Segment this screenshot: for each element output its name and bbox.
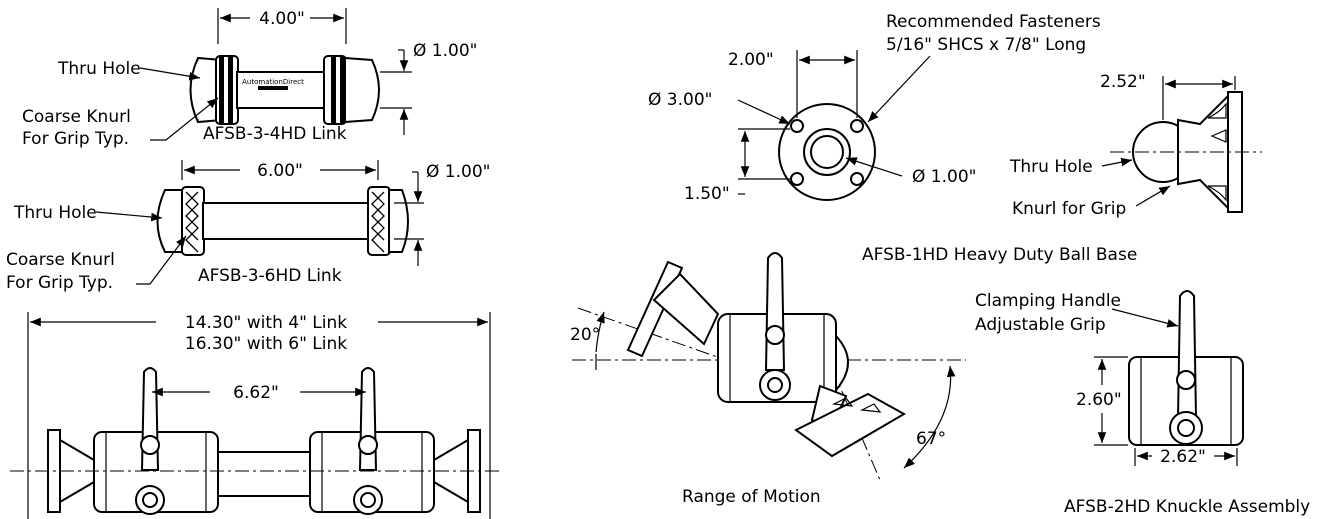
- link-4-diameter-dimension: [380, 49, 412, 135]
- link-4-thru-hole-label: Thru Hole: [57, 59, 141, 79]
- ball-base-bolt-spacing-dimension: [796, 50, 858, 118]
- ball-base-thru-hole-leader: [1101, 157, 1133, 167]
- assembly-overall-dimension: [27, 312, 491, 519]
- ball-base-top-view: [778, 103, 876, 201]
- ball-base-knurl-label: Knurl for Grip: [1012, 199, 1126, 219]
- ball-base-side-view: [1110, 91, 1262, 213]
- ball-base-thru-hole-label: Thru Hole: [1009, 157, 1093, 177]
- link-6-knurl-label-1: Coarse Knurl: [6, 250, 115, 270]
- link-4-knurl-leader: [150, 97, 219, 141]
- knuckle-width-label: 2.62": [1160, 447, 1206, 467]
- range-down-angle-label: 67°: [916, 429, 946, 449]
- link-6-thru-hole-label: Thru Hole: [13, 203, 97, 223]
- link-6-length-dimension: [181, 160, 379, 180]
- link-6-length-label: 6.00": [257, 161, 303, 181]
- ball-base-offset-label: 1.50": [684, 184, 730, 204]
- ball-base-height-dimension: [1162, 76, 1236, 120]
- assembly-handle-spacing-label: 6.62": [233, 383, 279, 403]
- knuckle-handle-leader: [1111, 308, 1179, 328]
- assembly-overall-label-1: 14.30" with 4" Link: [185, 313, 347, 333]
- link-6-diameter-label: Ø 1.00": [426, 162, 490, 182]
- knuckle-handle-label-1: Clamping Handle: [975, 291, 1121, 311]
- link-4-drawing: AutomationDirect: [189, 55, 380, 125]
- ball-base-height-label: 2.52": [1100, 72, 1146, 92]
- ball-base-knurl-leader: [1135, 185, 1171, 207]
- range-of-motion-drawing: [572, 252, 966, 481]
- ball-base-bore-diameter-label: Ø 1.00": [912, 167, 976, 187]
- link-4-knurl-label-2: For Grip Typ.: [22, 129, 129, 149]
- range-up-angle-dimension: [595, 311, 605, 370]
- knuckle-title: AFSB-2HD Knuckle Assembly: [1064, 497, 1310, 517]
- ball-base-bore-leader: [845, 157, 903, 177]
- link-4-knurl-label-1: Coarse Knurl: [22, 107, 131, 127]
- ball-base-bolt-spacing-label: 2.00": [728, 50, 774, 70]
- ball-base-fasteners-label-2: 5/16" SHCS x 7/8" Long: [886, 35, 1086, 55]
- link-6-title: AFSB-3-6HD Link: [198, 266, 342, 286]
- link-4-length-label: 4.00": [259, 9, 305, 29]
- range-up-angle-label: 20°: [570, 325, 600, 345]
- link-4-thru-hole-leader: [139, 67, 201, 81]
- link-6-knurl-label-2: For Grip Typ.: [6, 273, 113, 293]
- range-down-angle-dimension: [903, 365, 956, 469]
- range-of-motion-title: Range of Motion: [682, 487, 821, 507]
- ball-base-fasteners-label-1: Recommended Fasteners: [886, 12, 1101, 32]
- link-4-title: AFSB-3-4HD Link: [203, 124, 347, 144]
- ball-base-outer-diameter-label: Ø 3.00": [648, 90, 712, 110]
- knuckle-height-label: 2.60": [1076, 390, 1122, 410]
- ball-base-title: AFSB-1HD Heavy Duty Ball Base: [862, 245, 1137, 265]
- assembly-drawing: [10, 367, 500, 515]
- link-6-diameter-dimension: [394, 171, 424, 266]
- ball-base-outer-diameter-leader: [737, 99, 791, 125]
- ball-base-offset-dimension: [738, 128, 790, 195]
- knuckle-height-dimension: [1094, 356, 1128, 446]
- knuckle-handle-label-2: Adjustable Grip: [975, 315, 1106, 335]
- knuckle-drawing: [1128, 290, 1244, 446]
- link-4-length-dimension: [217, 8, 347, 44]
- ball-base-fastener-leader: [867, 55, 931, 123]
- link-6-drawing: [156, 186, 409, 256]
- assembly-overall-label-2: 16.30" with 6" Link: [185, 334, 347, 354]
- knuckle-width-dimension: [1134, 448, 1238, 466]
- link-6-thru-hole-leader: [95, 211, 163, 222]
- link-4-logo: AutomationDirect: [242, 78, 304, 86]
- link-4-diameter-label: Ø 1.00": [413, 41, 477, 61]
- link-6-knurl-leader: [136, 235, 187, 285]
